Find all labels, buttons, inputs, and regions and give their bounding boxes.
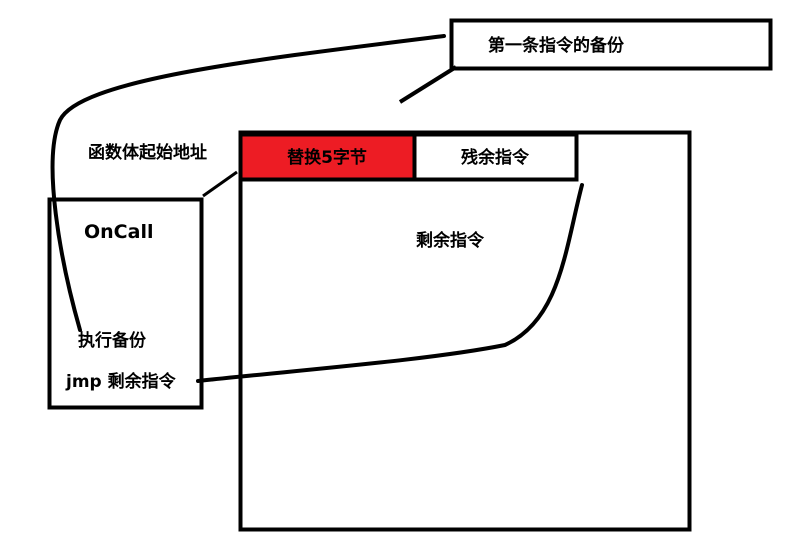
residual-instructions-cell bbox=[412, 132, 579, 182]
execute-backup-label: 执行备份 bbox=[78, 331, 146, 351]
backup-box-label: 第一条指令的备份 bbox=[488, 36, 624, 56]
jmp-to-residual-curve bbox=[196, 183, 584, 383]
remaining-instructions-label: 剩余指令 bbox=[416, 231, 484, 251]
function-start-label: 函数体起始地址 bbox=[88, 143, 207, 163]
function-start-connector bbox=[202, 170, 238, 198]
replaced-bytes-label: 替换5字节 bbox=[287, 148, 367, 168]
function-body-box bbox=[238, 130, 692, 532]
oncall-label: OnCall bbox=[84, 221, 154, 243]
residual-instructions-label: 残余指令 bbox=[461, 148, 529, 168]
backup-pointer-line bbox=[398, 65, 458, 104]
jmp-label: jmp 剩余指令 bbox=[66, 372, 176, 392]
backup-to-execute-curve bbox=[50, 34, 446, 332]
replaced-bytes-cell bbox=[238, 132, 417, 182]
backup-box bbox=[449, 18, 773, 71]
